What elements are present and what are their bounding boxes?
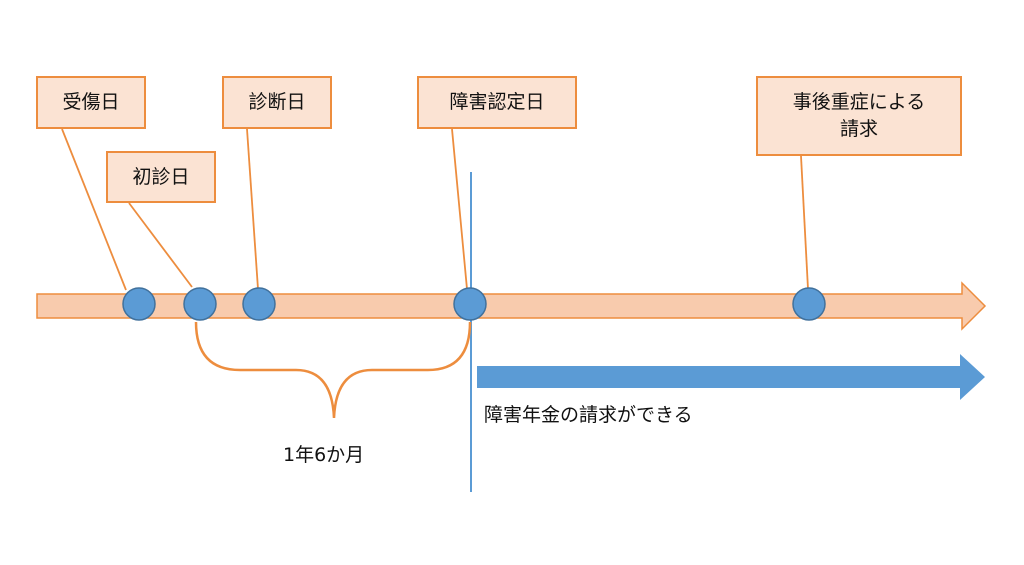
event-dot-diagnosis-day xyxy=(242,287,276,321)
pension-claim-label: 障害年金の請求ができる xyxy=(484,404,693,426)
label-disability-certification-day-text: 障害認定日 xyxy=(449,91,545,113)
connector-certification-day xyxy=(451,128,468,290)
event-dot-injury-day xyxy=(122,287,156,321)
timeline-arrow xyxy=(36,281,987,331)
label-diagnosis-day-text: 診断日 xyxy=(248,91,306,113)
label-disability-certification-day: 障害認定日 xyxy=(417,76,577,129)
label-post-severity-claim-line1: 事後重症による xyxy=(792,91,926,113)
label-post-severity-claim: 事後重症による 請求 xyxy=(756,76,962,156)
event-dot-first-visit-day xyxy=(183,287,217,321)
connector-injury-day xyxy=(61,128,127,291)
pension-claim-arrow xyxy=(477,354,985,400)
label-first-visit-day: 初診日 xyxy=(106,151,216,203)
label-injury-day-text: 受傷日 xyxy=(62,91,120,113)
period-brace xyxy=(194,321,472,419)
period-label: 1年6か月 xyxy=(283,444,365,466)
connector-first-visit-day xyxy=(128,202,193,288)
connector-post-severity-claim xyxy=(800,155,809,290)
label-post-severity-claim-line2: 請求 xyxy=(839,118,878,140)
label-injury-day: 受傷日 xyxy=(36,76,146,129)
label-diagnosis-day: 診断日 xyxy=(222,76,332,129)
event-dot-post-severity-claim xyxy=(792,287,826,321)
label-first-visit-day-text: 初診日 xyxy=(132,165,190,188)
connector-diagnosis-day xyxy=(246,128,259,290)
event-dot-certification-day xyxy=(453,287,487,321)
